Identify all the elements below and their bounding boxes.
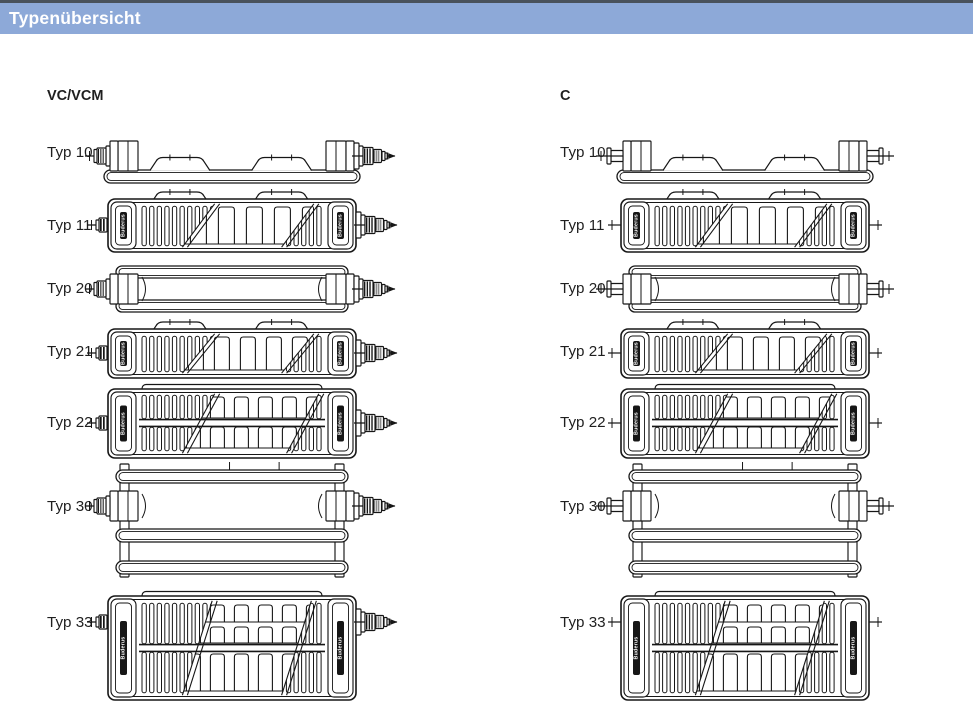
radiator-c-typ-10: Typ 10 (560, 140, 894, 184)
radiator-c-typ-22: Typ 22 Buderus Buderus (560, 383, 882, 459)
type-label-c-typ-21: Typ 21 (560, 343, 606, 360)
brand-strip-typ-33: Buderus (338, 637, 344, 660)
column-header-c: C (560, 88, 571, 104)
type-label-vc-vcm-typ-22: Typ 22 (47, 414, 93, 431)
top-rule (0, 0, 973, 3)
brand-strip-typ-21: Buderus (851, 342, 857, 365)
brand-strip-typ-11: Buderus (851, 214, 857, 237)
brand-strip-typ-11: Buderus (634, 214, 640, 237)
radiator-vc-vcm-typ-33: Typ 33 Buderus Buderus (47, 590, 398, 701)
radiator-c-typ-33: Typ 33 Buderus Buderus (560, 590, 882, 701)
column-header-vc-vcm: VC/VCM (47, 88, 103, 104)
brand-strip-typ-11: Buderus (338, 214, 344, 237)
type-label-c-typ-11: Typ 11 (560, 217, 604, 234)
type-label-vc-vcm-typ-21: Typ 21 (47, 343, 93, 360)
brand-strip-typ-33: Buderus (121, 637, 127, 660)
radiator-c-typ-30: Typ 30 (560, 462, 894, 578)
radiator-vc-vcm-typ-10: Typ 10 (47, 140, 396, 184)
type-label-c-typ-33: Typ 33 (560, 614, 606, 631)
brand-strip-typ-33: Buderus (851, 637, 857, 660)
radiator-c-typ-21: Typ 21 Buderus Buderus (560, 319, 882, 379)
type-label-c-typ-20: Typ 20 (560, 280, 606, 297)
brand-strip-typ-21: Buderus (634, 342, 640, 365)
type-label-vc-vcm-typ-33: Typ 33 (47, 614, 93, 631)
radiator-c-typ-11: Typ 11 Buderus Buderus (560, 189, 882, 253)
brand-strip-typ-22: Buderus (851, 412, 857, 435)
type-label-vc-vcm-typ-11: Typ 11 (47, 217, 91, 234)
type-label-vc-vcm-typ-10: Typ 10 (47, 144, 93, 161)
page-title: Typenübersicht (9, 8, 141, 28)
brand-strip-typ-21: Buderus (121, 342, 127, 365)
radiator-vc-vcm-typ-11: Typ 11 Buderus Buderus (47, 189, 398, 253)
radiator-vc-vcm-typ-21: Typ 21 Buderus Buderus (47, 319, 398, 379)
radiator-c-typ-20: Typ 20 (560, 265, 894, 313)
radiator-vc-vcm-typ-20: Typ 20 (47, 265, 396, 313)
radiator-vc-vcm-typ-22: Typ 22 Buderus Buderus (47, 383, 398, 459)
brand-strip-typ-22: Buderus (338, 412, 344, 435)
brand-strip-typ-22: Buderus (634, 412, 640, 435)
type-label-c-typ-22: Typ 22 (560, 414, 606, 431)
type-label-vc-vcm-typ-30: Typ 30 (47, 498, 93, 515)
type-label-vc-vcm-typ-20: Typ 20 (47, 280, 93, 297)
brand-strip-typ-33: Buderus (634, 637, 640, 660)
radiator-vc-vcm-typ-30: Typ 30 (47, 462, 396, 578)
brand-strip-typ-21: Buderus (338, 342, 344, 365)
type-label-c-typ-10: Typ 10 (560, 144, 606, 161)
brand-strip-typ-22: Buderus (121, 412, 127, 435)
type-label-c-typ-30: Typ 30 (560, 498, 606, 515)
title-band: Typenübersicht (0, 3, 973, 34)
brand-strip-typ-11: Buderus (121, 214, 127, 237)
